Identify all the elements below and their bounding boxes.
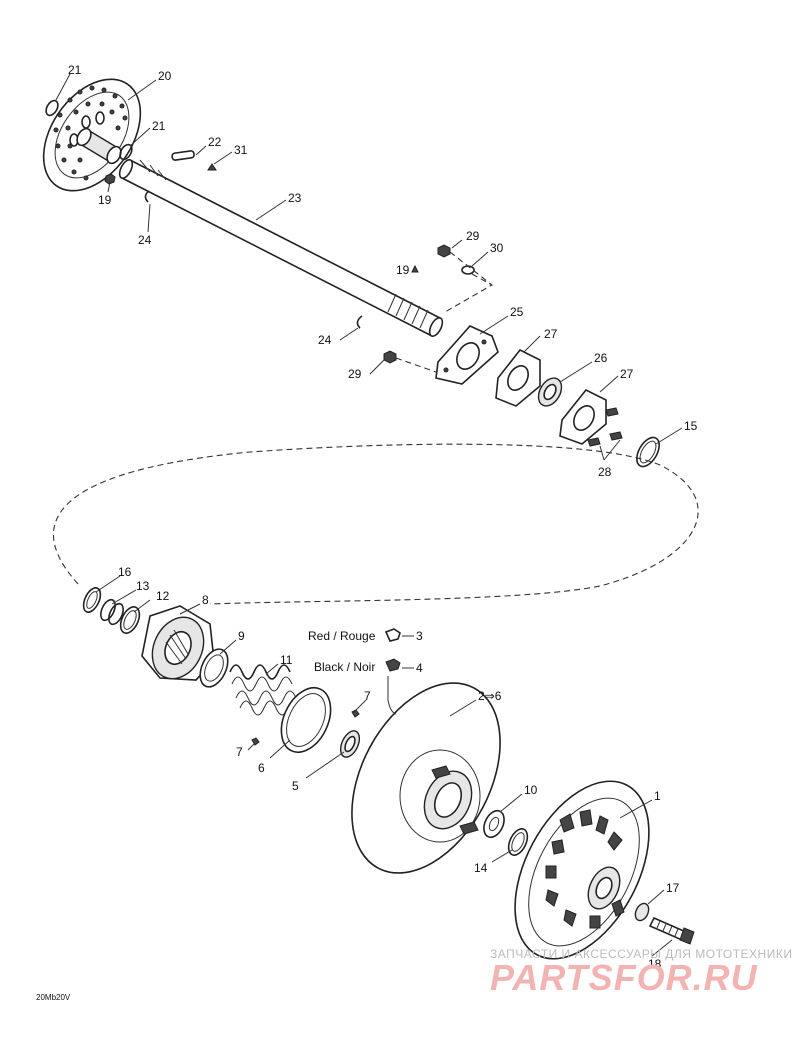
- callout-2-to-6: 2⇒6: [478, 689, 502, 703]
- callout-23: 23: [288, 191, 302, 205]
- callout-4: 4: [416, 661, 423, 675]
- circlip-21-left: [45, 99, 59, 117]
- callout-24a: 24: [138, 233, 152, 247]
- ring-16: [82, 587, 102, 613]
- callout-15: 15: [684, 419, 698, 433]
- callout-labels: 21 20 21 22 31 19 23 24 29 30 19 25 24 2…: [68, 63, 698, 971]
- slider-shoe-7-a: [351, 709, 360, 718]
- callout-14: 14: [474, 861, 488, 875]
- callout-8: 8: [202, 593, 209, 607]
- callout-28: 28: [598, 465, 612, 479]
- ring-15: [636, 436, 660, 468]
- fixed-sheave-1: [514, 780, 650, 960]
- callout-18: 18: [648, 957, 662, 971]
- brake-disc: [42, 78, 142, 192]
- callout-20: 20: [158, 69, 172, 83]
- callout-3: 3: [416, 629, 423, 643]
- label-black-noir: Black / Noir: [314, 660, 375, 674]
- callout-27b: 27: [620, 367, 634, 381]
- ring-13-a: [100, 598, 116, 622]
- slider-shoe-7-b: [251, 737, 260, 746]
- slider-ring-6: [280, 687, 332, 753]
- washer-10: [483, 809, 505, 839]
- watermark-logo: PARTSFOR.RU: [490, 957, 758, 998]
- callout-7a: 7: [364, 689, 371, 703]
- callout-6: 6: [258, 761, 265, 775]
- callout-19a: 19: [98, 193, 112, 207]
- ring-13-b: [108, 602, 124, 626]
- nut-29-lower: [383, 350, 397, 364]
- callout-11: 11: [280, 653, 293, 667]
- callout-5: 5: [292, 779, 299, 793]
- callout-24b: 24: [318, 333, 332, 347]
- watermark-tagline: ЗАПЧАСТИ И АКСЕССУАРЫ ДЛЯ МОТОТЕХНИКИ: [490, 947, 792, 961]
- assembly-path: [52, 443, 699, 605]
- ring-14: [507, 828, 529, 856]
- key-22: [171, 150, 195, 161]
- callout-21b: 21: [152, 119, 166, 133]
- bolt-18: [648, 916, 695, 945]
- circlip-21-right: [119, 143, 133, 161]
- callout-17: 17: [666, 881, 680, 895]
- callout-31: 31: [234, 143, 248, 157]
- callout-19b: 19: [396, 263, 410, 277]
- callout-30: 30: [490, 241, 504, 255]
- sliding-sheave: [351, 682, 501, 874]
- leader-lines: [55, 73, 683, 957]
- bolts-28: [587, 407, 623, 447]
- callout-29b: 29: [348, 367, 362, 381]
- callout-22: 22: [208, 135, 222, 149]
- callout-1: 1: [654, 789, 661, 803]
- callout-10: 10: [524, 783, 538, 797]
- nut-29-top: [437, 244, 451, 258]
- callout-29a: 29: [466, 229, 480, 243]
- callout-26: 26: [594, 351, 608, 365]
- nut-19-upper: [411, 264, 419, 273]
- washer-30: [461, 265, 475, 275]
- ring-12: [119, 606, 141, 634]
- spring-11: [229, 664, 297, 716]
- callout-27a: 27: [544, 327, 558, 341]
- washer-17: [634, 902, 650, 922]
- callout-16: 16: [118, 565, 132, 579]
- label-red-rouge: Red / Rouge: [308, 629, 376, 643]
- ring-9: [199, 648, 229, 688]
- callout-12: 12: [156, 589, 170, 603]
- key-31: [207, 163, 217, 171]
- slider-button-red: [384, 628, 401, 642]
- callout-7b: 7: [236, 745, 243, 759]
- driven-shaft: [118, 158, 444, 338]
- slider-button-black: [385, 658, 401, 672]
- callout-9: 9: [238, 629, 245, 643]
- drawing-code: 20Mb20V: [36, 993, 71, 1002]
- cam-8: [141, 605, 215, 681]
- callout-13: 13: [136, 579, 150, 593]
- retaining-ring-24-lower: [356, 315, 363, 329]
- nut-19-disc: [104, 173, 116, 185]
- callout-25: 25: [510, 305, 524, 319]
- callout-21a: 21: [68, 63, 82, 77]
